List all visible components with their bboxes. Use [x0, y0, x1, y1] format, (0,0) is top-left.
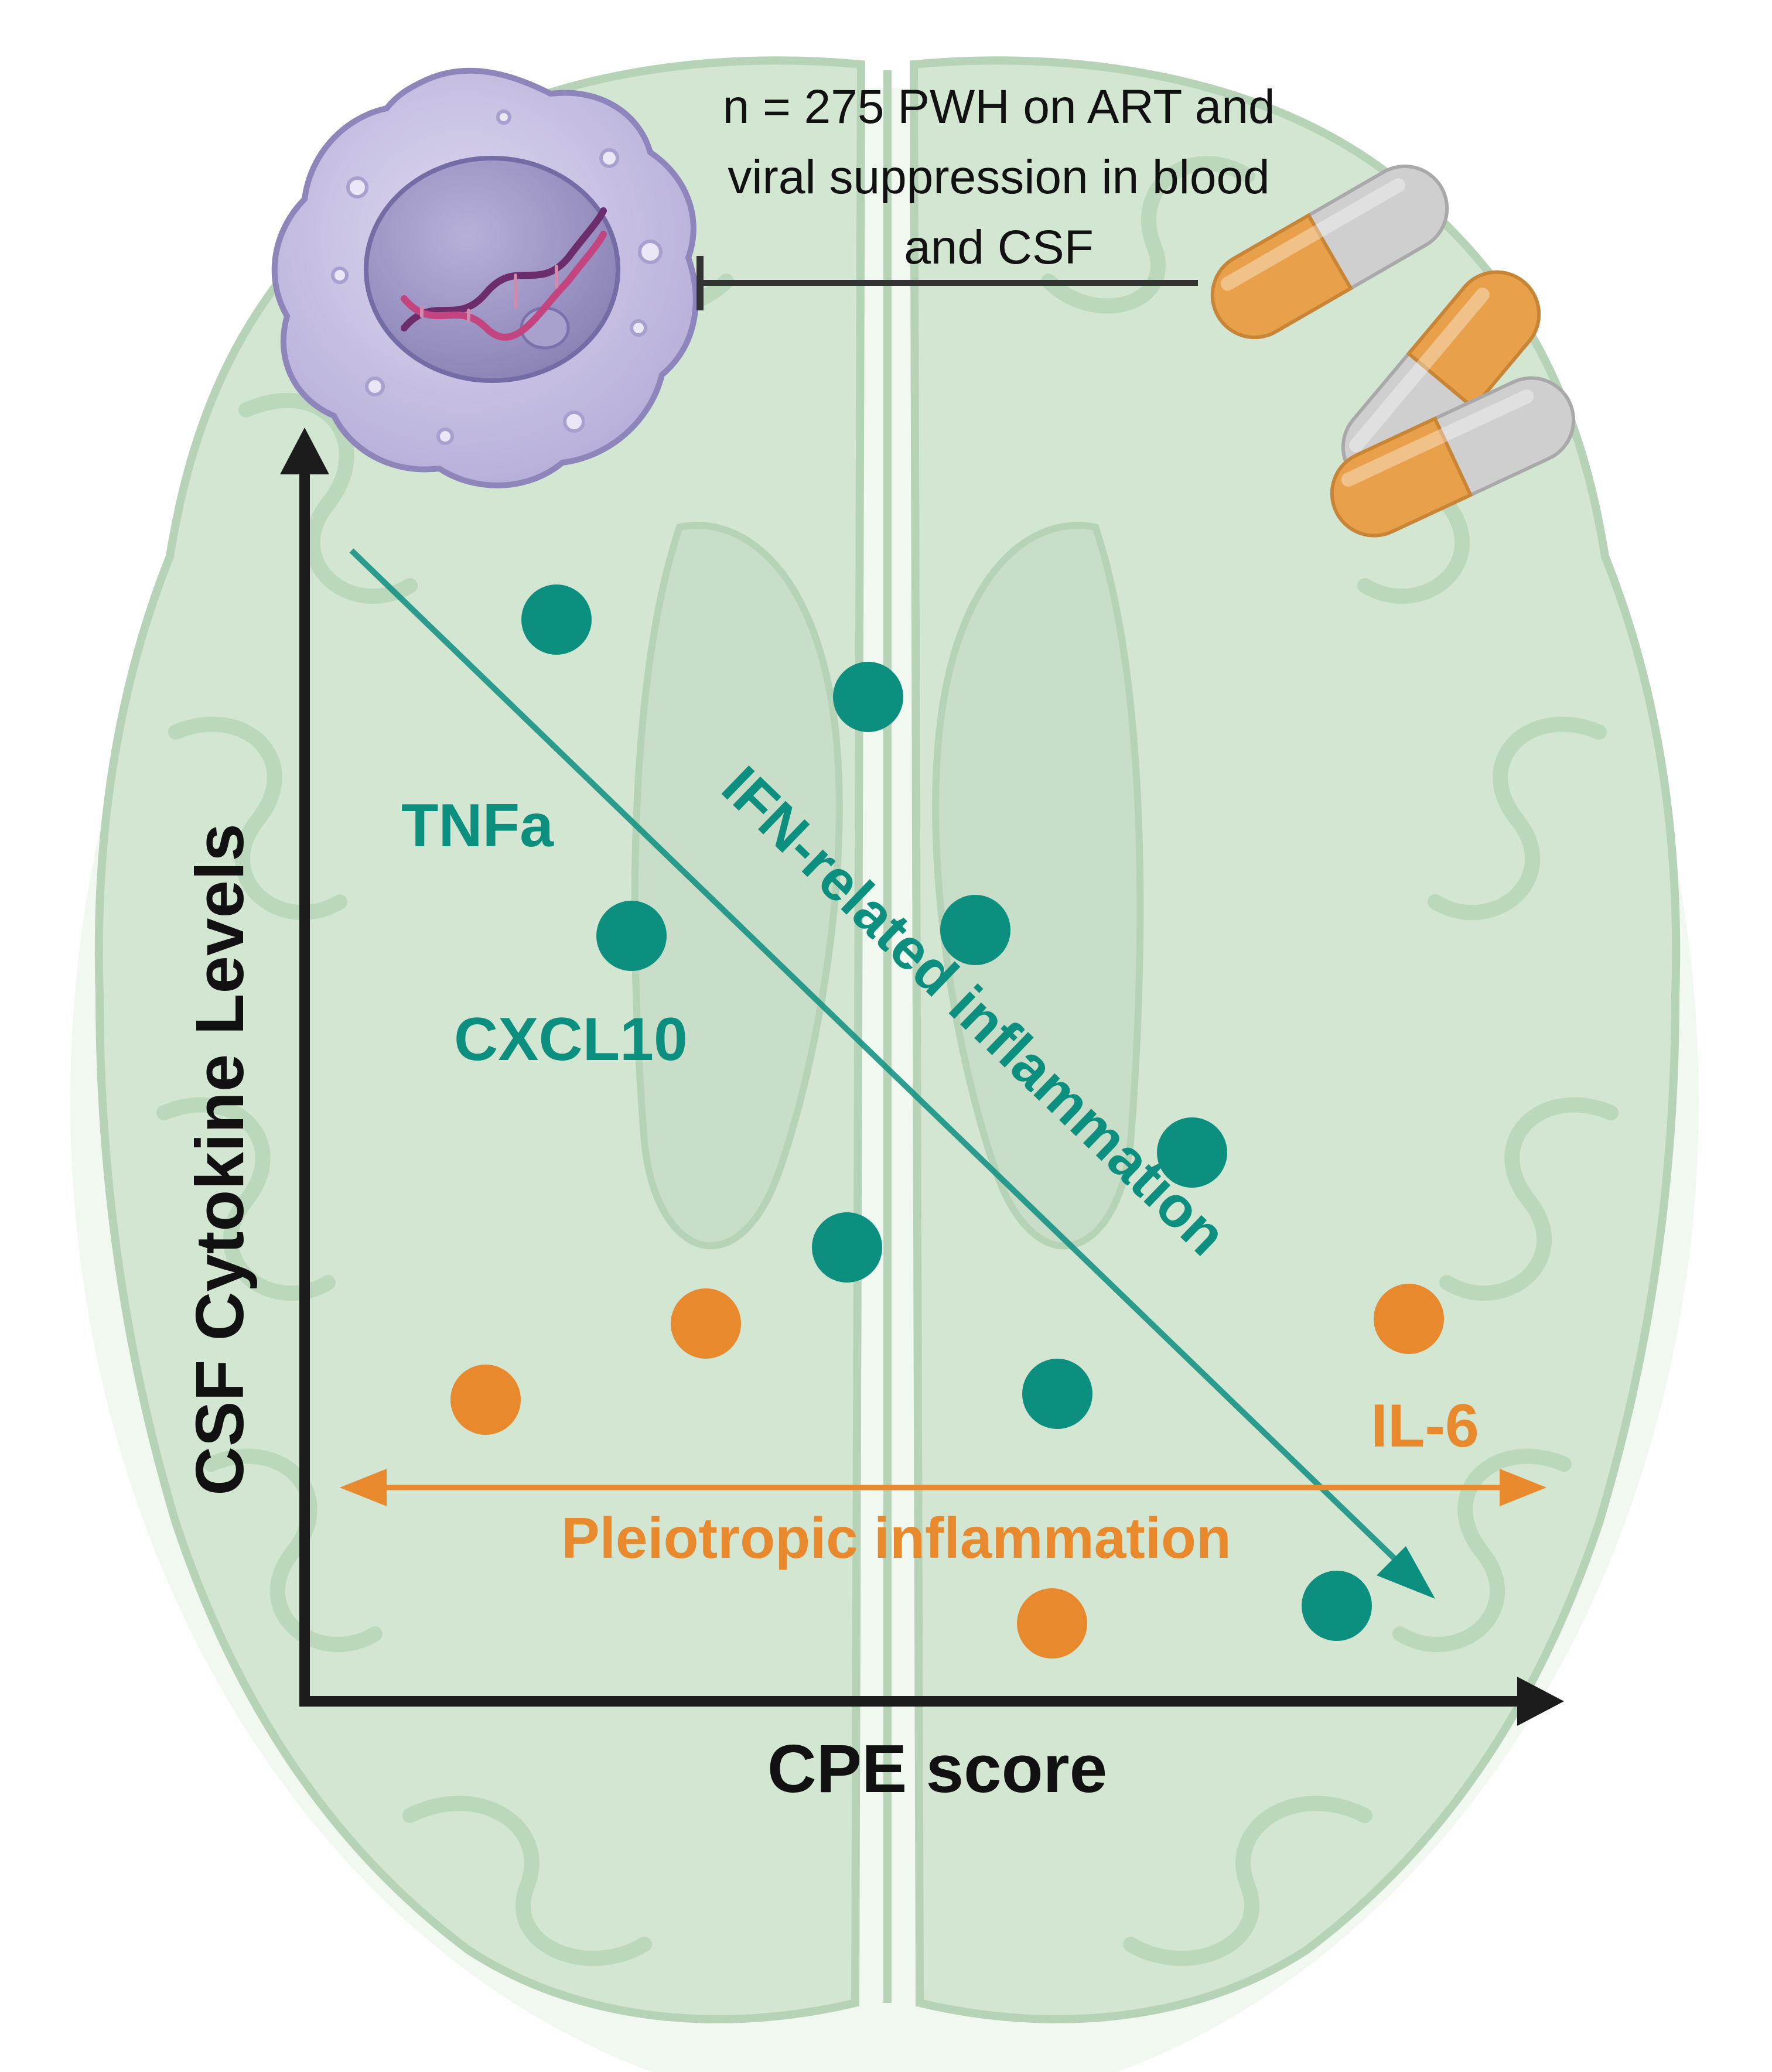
orange-point	[671, 1288, 741, 1359]
inhibition-bar-icon	[696, 256, 1198, 310]
brain-illustration	[70, 56, 1699, 2072]
il6-label: IL-6	[1371, 1392, 1479, 1460]
x-axis-title: CPE score	[767, 1731, 1107, 1807]
pleiotropic-trend-label: Pleiotropic inflammation	[561, 1506, 1231, 1570]
teal-point	[1157, 1117, 1227, 1188]
teal-data-points	[521, 584, 1372, 1641]
teal-point	[812, 1212, 882, 1283]
orange-point	[450, 1365, 521, 1435]
pleiotropic-trend-arrow	[340, 1469, 1546, 1506]
teal-point	[940, 895, 1010, 965]
orange-point	[1017, 1588, 1087, 1659]
teal-point	[521, 584, 592, 655]
teal-point	[596, 901, 667, 971]
pill-capsule-icon	[1210, 165, 1449, 339]
chart-axes	[280, 428, 1564, 1726]
caption-line-3: and CSF	[904, 221, 1094, 274]
y-axis-arrowhead	[280, 428, 329, 474]
pill-capsule-icon	[1330, 376, 1576, 538]
caption-line-2: viral suppression in blood	[728, 151, 1269, 204]
orange-point	[1374, 1284, 1444, 1354]
study-caption: n = 275 PWH on ART and viral suppression…	[723, 80, 1275, 274]
pill-capsules	[1210, 165, 1576, 538]
orange-data-points	[450, 1284, 1444, 1659]
ifn-trend-arrow	[349, 548, 1435, 1599]
caption-line-1: n = 275 PWH on ART and	[723, 80, 1275, 134]
pill-capsule-icon	[1341, 270, 1541, 491]
x-axis-arrowhead	[1517, 1677, 1564, 1726]
y-axis-title: CSF Cytokine Levels	[182, 823, 258, 1495]
teal-point	[1022, 1359, 1092, 1429]
teal-point	[1302, 1571, 1372, 1641]
immune-cell-icon	[271, 67, 699, 488]
tnfa-label: TNFa	[401, 792, 554, 860]
dna-icon	[401, 207, 607, 341]
teal-point	[833, 662, 903, 732]
cxcl10-label: CXCL10	[454, 1006, 688, 1073]
